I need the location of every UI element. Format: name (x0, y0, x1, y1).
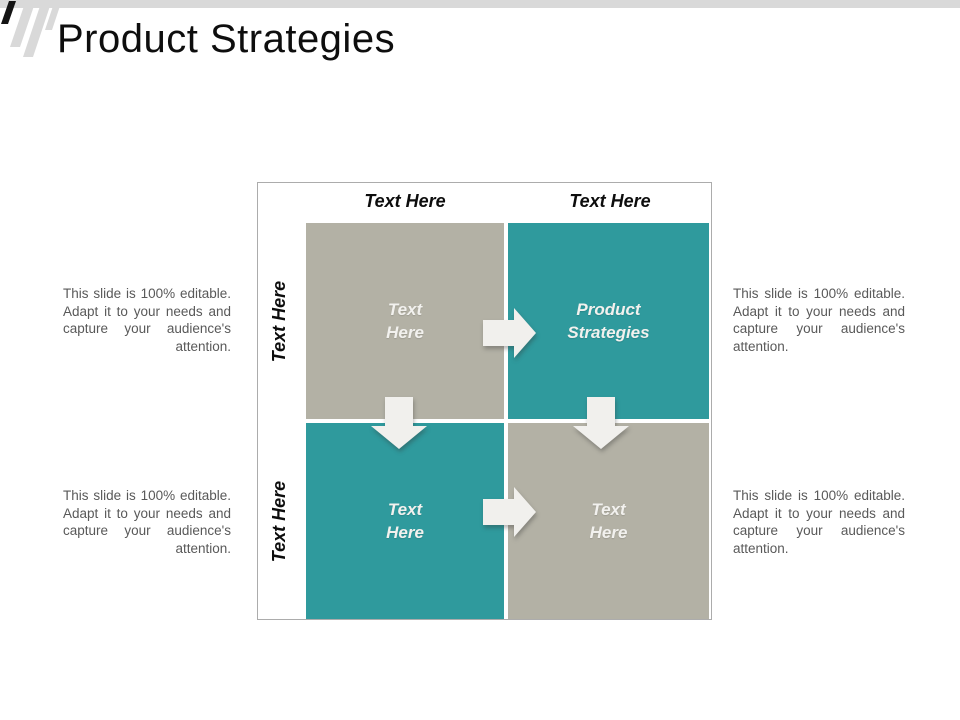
callout-bottom-right: This slide is 100% editable. Adapt it to… (733, 488, 905, 556)
quadrant-top-right-label: Product Strategies (567, 300, 650, 342)
row-label-top-text: Text Here (269, 280, 290, 362)
top-accent-bar (0, 0, 960, 8)
corner-slashes-icon (1, 0, 62, 57)
quadrant-bottom-right: Text Here (508, 423, 709, 619)
quadrant-bottom-right-label: Text Here (589, 500, 628, 542)
page-title: Product Strategies (57, 17, 396, 61)
quadrant-grid: Text Here Product Strategies Text Here T… (306, 223, 709, 619)
callout-bottom-left: This slide is 100% editable. Adapt it to… (63, 488, 231, 556)
quadrant-bottom-left: Text Here (306, 423, 504, 619)
row-label-bottom: Text Here (262, 423, 298, 619)
column-header-right: Text Here (569, 191, 651, 211)
row-label-top: Text Here (262, 223, 298, 419)
column-header-left: Text Here (364, 191, 446, 211)
quadrant-top-left: Text Here (306, 223, 504, 419)
quadrant-top-right: Product Strategies (508, 223, 709, 419)
row-label-bottom-text: Text Here (269, 480, 290, 562)
quadrant-top-left-label: Text Here (386, 300, 424, 342)
callout-top-right: This slide is 100% editable. Adapt it to… (733, 286, 905, 354)
quadrant-bottom-left-label: Text Here (386, 500, 424, 542)
callout-top-left: This slide is 100% editable. Adapt it to… (63, 286, 231, 354)
matrix-panel: Text Here Text Here Text Here Text Here … (257, 182, 712, 620)
